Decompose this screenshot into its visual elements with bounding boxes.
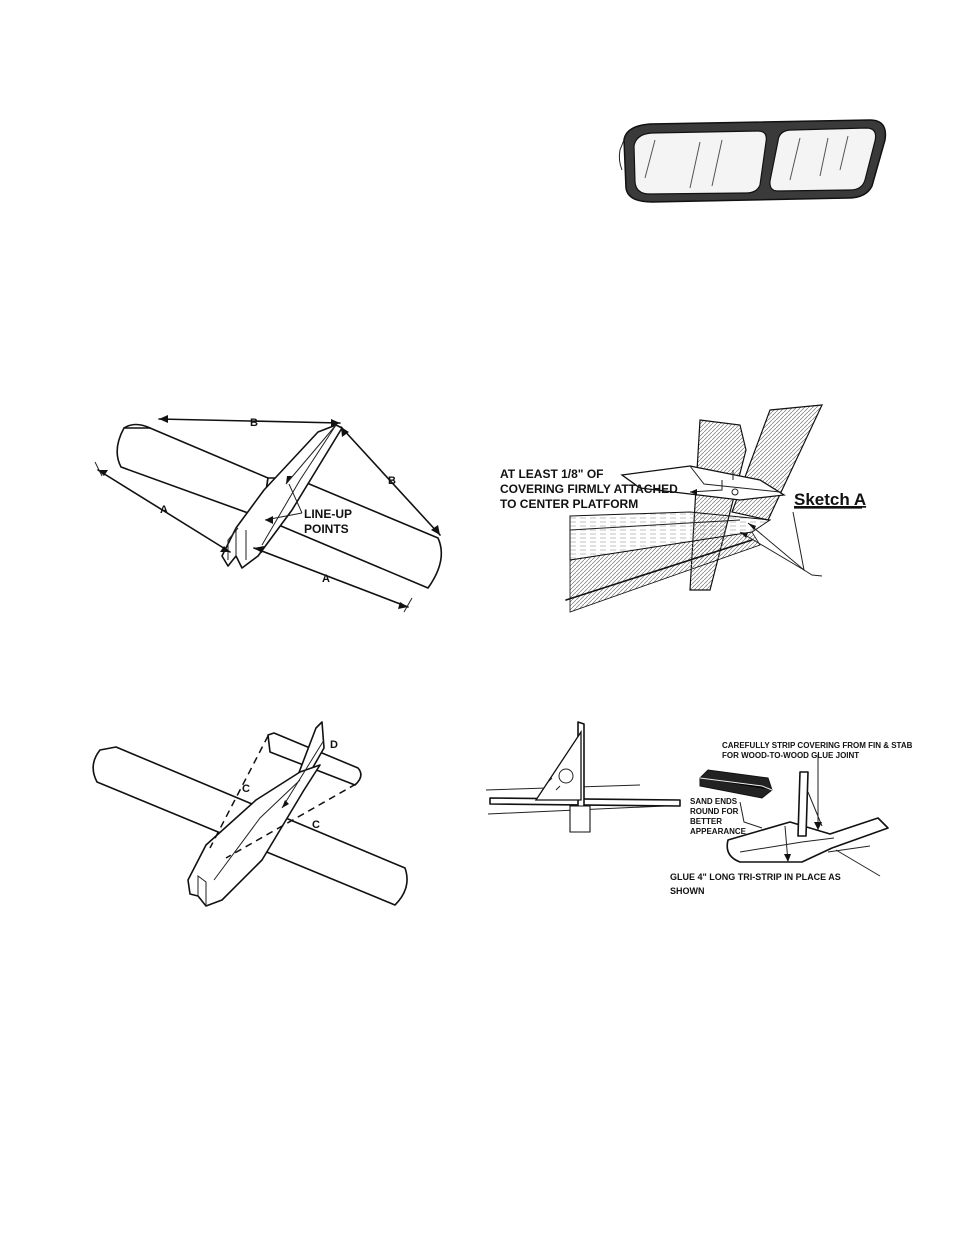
glue-note-line1: GLUE 4" LONG TRI-STRIP IN PLACE AS [670,872,841,882]
tail-alignment-diagram: C C D [92,721,408,907]
dimension-a-right-label: A [322,573,330,585]
lineup-points-label-line1: LINE-UP [304,507,352,521]
dimension-b-top-label: B [250,417,258,429]
sand-note-line3: BETTER [690,817,722,826]
sketch-a-diagram: AT LEAST 1/8" OF COVERING FIRMLY ATTACHE… [500,404,866,613]
dimension-b-side-label: B [388,475,396,487]
wing-alignment-diagram: B B A A LINE-UP POINTS [94,415,443,613]
sketch-a-title: Sketch A [794,490,866,509]
covering-note-line2: COVERING FIRMLY ATTACHED [500,482,678,496]
glue-note-line2: SHOWN [670,886,705,896]
dimension-d-label: D [330,739,338,751]
covering-note-line3: TO CENTER PLATFORM [500,497,638,511]
sand-note-line2: ROUND FOR [690,807,739,816]
covering-note-line1: AT LEAST 1/8" OF [500,467,603,481]
dimension-a-left-label: A [160,504,168,516]
sand-note-line4: APPEARANCE [690,827,747,836]
dimension-c-right-label: C [312,819,320,831]
sand-note-line1: SAND ENDS [690,797,738,806]
tri-strip-diagram: CAREFULLY STRIP COVERING FROM FIN & STAB… [485,721,913,896]
strip-note-line2: FOR WOOD-TO-WOOD GLUE JOINT [722,751,859,760]
strip-note-line1: CAREFULLY STRIP COVERING FROM FIN & STAB [722,741,913,750]
dimension-c-left-label: C [242,783,250,795]
windshield-illustration [618,119,887,203]
lineup-points-label-line2: POINTS [304,522,349,536]
